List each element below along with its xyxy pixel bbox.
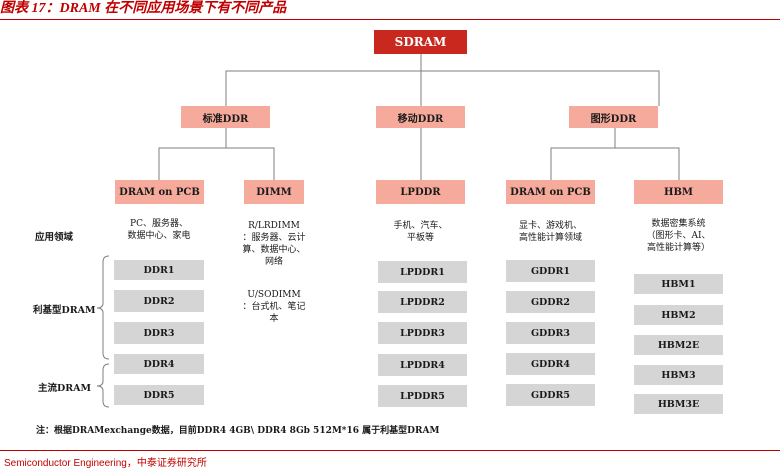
application-text-lpddr: 手机、汽车、 平板等 bbox=[375, 220, 466, 246]
gddr-gen-item: GDDR4 bbox=[506, 353, 595, 375]
application-text-rlrdimm: R/LRDIMM ：服务器、云计 算、数据中心、 网络 bbox=[242, 220, 306, 270]
lpddr-gen-item: LPDDR1 bbox=[378, 261, 467, 283]
product-hbm: HBM bbox=[634, 180, 723, 204]
category-mobile-ddr: 移动DDR bbox=[376, 106, 465, 128]
source-credit: Semiconductor Engineering，中泰证券研究所 bbox=[4, 458, 207, 469]
bottom-rule bbox=[0, 450, 780, 451]
product-dimm: DIMM bbox=[244, 180, 304, 204]
ddr-gen-item: DDR1 bbox=[114, 260, 204, 280]
gddr-gen-item: GDDR5 bbox=[506, 384, 595, 406]
gddr-gen-item: GDDR1 bbox=[506, 260, 595, 282]
ddr-gen-item: DDR2 bbox=[114, 290, 204, 312]
lpddr-gen-item: LPDDR3 bbox=[378, 322, 467, 344]
title-rule bbox=[0, 19, 780, 20]
hbm-gen-item: HBM3E bbox=[634, 394, 723, 414]
hbm-gen-item: HBM2 bbox=[634, 305, 723, 325]
lpddr-gen-item: LPDDR2 bbox=[378, 291, 467, 313]
gddr-gen-item: GDDR3 bbox=[506, 322, 595, 344]
hbm-gen-item: HBM3 bbox=[634, 365, 723, 385]
application-text-dram-on-pcb-graphics: 显卡、游戏机、 高性能计算领域 bbox=[503, 220, 598, 246]
figure-title: 图表 17：DRAM 在不同应用场景下有不同产品 bbox=[0, 1, 287, 16]
footnote: 注：根据DRAMexchange数据，目前DDR4 4GB\ DDR4 8Gb … bbox=[36, 426, 440, 436]
sdram-root-node: SDRAM bbox=[374, 30, 467, 54]
product-dram-on-pcb-graphics: DRAM on PCB bbox=[506, 180, 595, 204]
application-text-usodimm: U/SODIMM ：台式机、笔记 本 bbox=[242, 289, 306, 329]
row-label-niche-dram: 利基型DRAM bbox=[33, 305, 96, 316]
row-label-application: 应用领域 bbox=[35, 232, 74, 243]
ddr-gen-item: DDR3 bbox=[114, 322, 204, 344]
product-dram-on-pcb-standard: DRAM on PCB bbox=[115, 180, 204, 204]
row-label-mainstream-dram: 主流DRAM bbox=[38, 383, 92, 394]
gddr-gen-item: GDDR2 bbox=[506, 291, 595, 313]
hbm-gen-item: HBM2E bbox=[634, 335, 723, 355]
application-text-dram-on-pcb: PC、服务器、 数据中心、家电 bbox=[111, 218, 207, 248]
application-text-hbm: 数据密集系统 （图形卡、AI、 高性能计算等） bbox=[632, 218, 725, 258]
ddr-gen-item: DDR5 bbox=[114, 385, 204, 405]
product-lpddr: LPDDR bbox=[376, 180, 465, 204]
category-graphics-ddr: 图形DDR bbox=[569, 106, 658, 128]
hbm-gen-item: HBM1 bbox=[634, 274, 723, 294]
lpddr-gen-item: LPDDR5 bbox=[378, 385, 467, 407]
lpddr-gen-item: LPDDR4 bbox=[378, 354, 467, 376]
category-standard-ddr: 标准DDR bbox=[181, 106, 270, 128]
ddr-gen-item: DDR4 bbox=[114, 354, 204, 374]
